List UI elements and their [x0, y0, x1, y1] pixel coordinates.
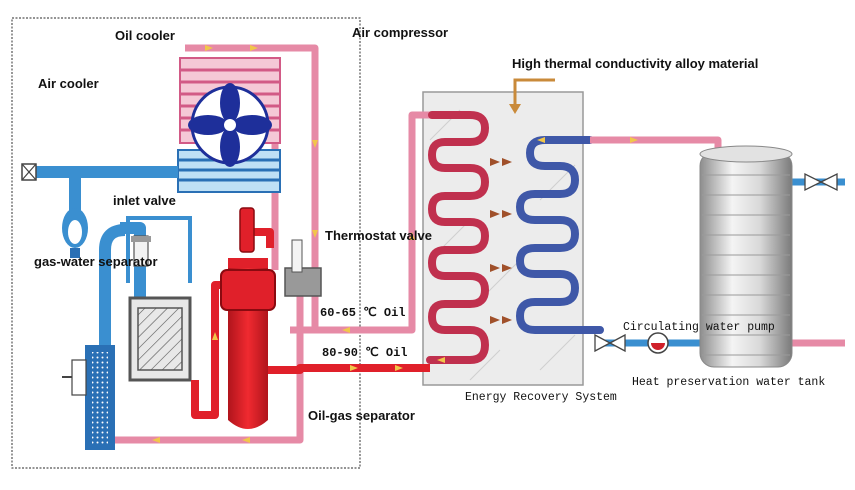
- gas-water-separator-icon: [62, 208, 88, 258]
- label-air-compressor: Air compressor: [352, 25, 448, 40]
- energy-recovery-box: [422, 91, 584, 386]
- thermostat-valve-icon: [284, 239, 322, 297]
- label-oil-60-65: 60-65 ℃ Oil: [320, 306, 406, 320]
- label-gas-water-separator: gas-water separator: [34, 254, 158, 269]
- label-oil-80-90: 80-90 ℃ Oil: [322, 346, 408, 360]
- motor-icon: [62, 345, 115, 450]
- label-water-tank: Heat preservation water tank: [632, 376, 825, 389]
- circulating-pump-icon: [647, 332, 669, 354]
- oil-gas-separator-icon: [220, 207, 276, 429]
- label-oil-cooler: Oil cooler: [115, 28, 175, 43]
- air-inlet-valve-icon: [21, 163, 37, 181]
- pump-valve-icon: [594, 333, 626, 353]
- material-pointer-arrow: [509, 78, 555, 114]
- tank-hot-pipe: [590, 136, 722, 158]
- label-circulating-pump: Circulating water pump: [623, 321, 775, 334]
- cold-coil: [516, 136, 604, 334]
- fan-icon: [188, 83, 272, 167]
- label-oil-gas-separator: Oil-gas separator: [308, 408, 415, 423]
- heat-transfer-arrows: [490, 158, 512, 324]
- inlet-pipe: [126, 216, 192, 283]
- flow-arrows: [152, 45, 638, 443]
- air-end-icon: [128, 296, 192, 382]
- inlet-valve-icon: [131, 235, 151, 267]
- hot-coil: [426, 111, 489, 364]
- water-inlet-valve-icon: [804, 172, 838, 192]
- label-inlet-valve: inlet valve: [113, 193, 176, 208]
- label-energy-recovery: Energy Recovery System: [465, 391, 617, 404]
- label-high-thermal: High thermal conductivity alloy material: [512, 56, 758, 71]
- water-tank-icon: [699, 145, 793, 368]
- label-thermostat-valve: Thermostat valve: [325, 228, 432, 243]
- label-air-cooler: Air cooler: [38, 76, 99, 91]
